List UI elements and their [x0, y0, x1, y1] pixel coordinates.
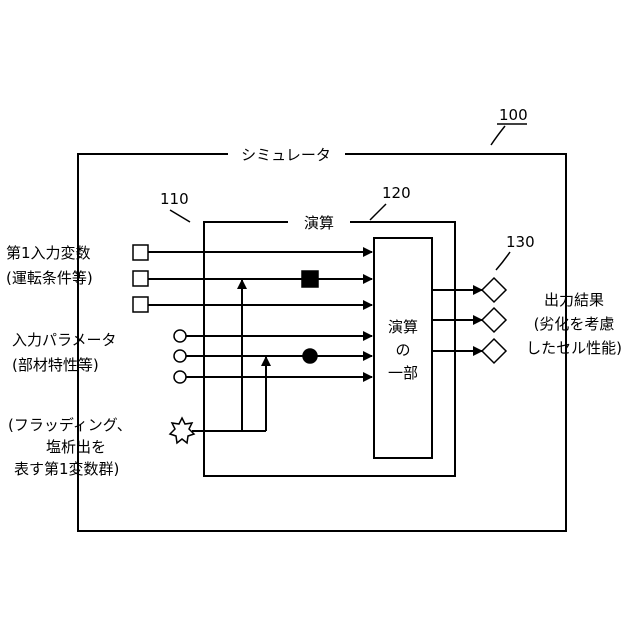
first-input-variable-label: 第1入力変数: [6, 244, 91, 262]
ref-100-label: 100: [499, 106, 528, 124]
inner-box-line-3: 一部: [388, 364, 418, 382]
input-variable-square-1: [133, 245, 148, 260]
ref-110-leader: [170, 210, 190, 222]
ref-130-leader: [496, 252, 510, 270]
output-diamond-3: [482, 339, 506, 363]
flooding-label: (フラッディング、: [8, 416, 132, 434]
output-diamond-1: [482, 278, 506, 302]
parameter-circle-3: [174, 371, 186, 383]
degradation-considered-label: (劣化を考慮: [534, 315, 615, 333]
ref-110-label: 110: [160, 190, 189, 208]
parameter-circle-2: [174, 350, 186, 362]
ref-120-leader: [370, 204, 386, 220]
input-variable-square-2: [133, 271, 148, 286]
salt-deposit-label: 塩析出を: [46, 438, 106, 456]
cell-performance-label: したセル性能): [526, 339, 622, 357]
ref-120-label: 120: [382, 184, 411, 202]
first-variable-group-label: 表す第1変数群): [14, 460, 119, 478]
ref-100-leader: [491, 126, 505, 145]
junction-square-marker: [302, 271, 318, 287]
simulator-title: シミュレータ: [241, 146, 331, 164]
material-properties-label: (部材特性等): [12, 356, 99, 374]
enzan-title: 演算: [304, 214, 334, 232]
inner-box-line-1: 演算: [388, 318, 418, 336]
parameter-circle-1: [174, 330, 186, 342]
operating-conditions-label: (運転条件等): [6, 269, 93, 287]
junction-circle-marker: [303, 349, 317, 363]
ref-130-label: 130: [506, 233, 535, 251]
output-result-label: 出力結果: [544, 291, 604, 309]
input-parameter-label: 入力パラメータ: [12, 331, 117, 349]
variable-group-star-icon: [170, 418, 194, 443]
input-variable-square-3: [133, 297, 148, 312]
inner-box-line-2: の: [395, 341, 410, 359]
output-diamond-2: [482, 308, 506, 332]
